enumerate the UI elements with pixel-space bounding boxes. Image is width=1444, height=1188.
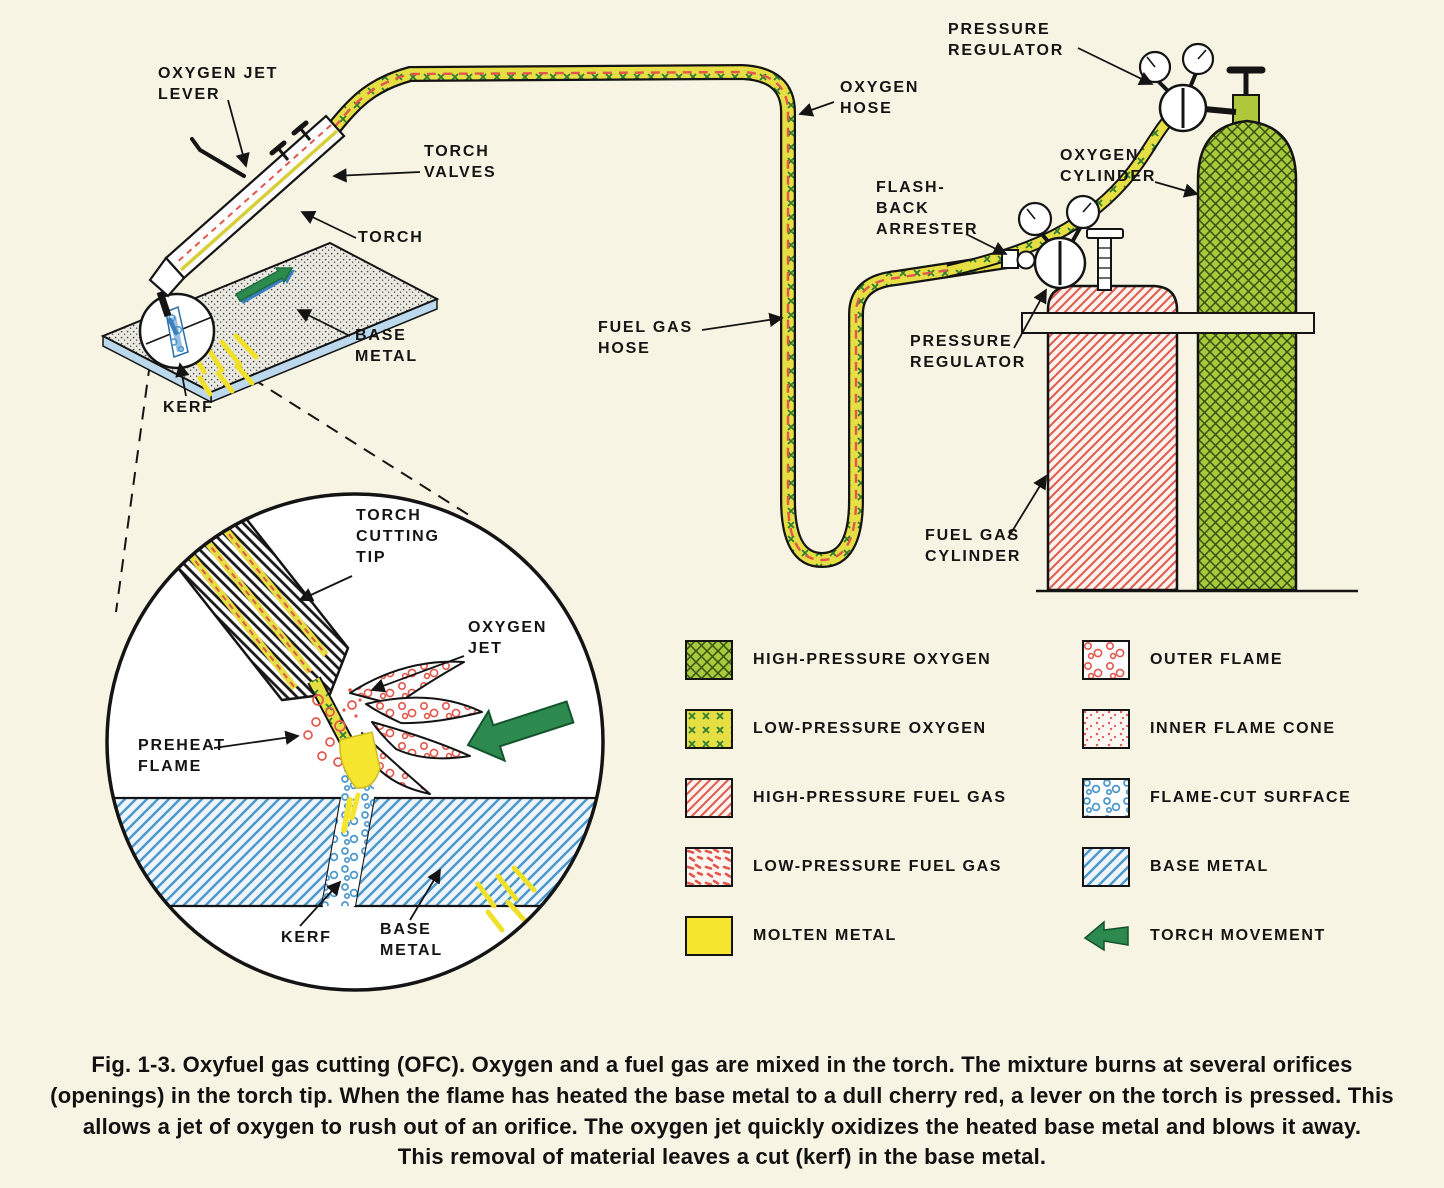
legend-label: MOLTEN METAL (753, 927, 897, 944)
figure-caption: Fig. 1-3. Oxyfuel gas cutting (OFC). Oxy… (24, 1050, 1420, 1173)
torch-valves-shape (269, 120, 312, 161)
legend-label: LOW-PRESSURE FUEL GAS (753, 858, 1002, 875)
detail-base-metal-right (353, 796, 603, 908)
legend-label: BASE METAL (1150, 858, 1269, 875)
caption-line: Fig. 1-3. Oxyfuel gas cutting (OFC). Oxy… (91, 1052, 1353, 1077)
legend-label: FLAME-CUT SURFACE (1150, 789, 1352, 806)
legend-item-inner-flame-cone: INNER FLAME CONE (1082, 709, 1351, 749)
label-base-metal: BASE METAL (355, 327, 418, 365)
label-kerf: KERF (163, 399, 214, 416)
legend-label: TORCH MOVEMENT (1150, 927, 1326, 944)
oxygen-cylinder (1196, 66, 1298, 592)
regulator-screw (1097, 237, 1112, 291)
high-pressure-fuel-gas-swatch (685, 778, 733, 818)
label-fuel-gas-cylinder: FUEL GAS CYLINDER (925, 527, 1022, 565)
preheat-flame-lobes (349, 660, 483, 795)
torch-movement-arrow-icon (1083, 920, 1129, 952)
low-pressure-oxygen-swatch (685, 709, 733, 749)
high-pressure-oxygen-swatch (685, 640, 733, 680)
flame-cut-surface-swatch (1082, 778, 1130, 818)
label-kerf-detail: KERF (281, 929, 332, 946)
label-pressure-regulator-fuel: PRESSURE REGULATOR (910, 333, 1027, 371)
legend-item-low-pressure-fuel-gas: LOW-PRESSURE FUEL GAS (685, 847, 1082, 887)
legend-item-high-pressure-fuel-gas: HIGH-PRESSURE FUEL GAS (685, 778, 1082, 818)
label-oxygen-jet-lever: OXYGEN JET LEVER (158, 65, 279, 103)
oxygen-jet-lever-shape (190, 137, 246, 178)
legend-item-flame-cut-surface: FLAME-CUT SURFACE (1082, 778, 1351, 818)
legend-label: OUTER FLAME (1150, 651, 1284, 668)
regulator-t-handle (1086, 228, 1124, 239)
fuel-gas-cylinder (1046, 284, 1179, 592)
torch-flame (167, 317, 179, 336)
legend-item-molten-metal: MOLTEN METAL (685, 916, 1082, 956)
torch-head (148, 256, 186, 298)
detail-spark-spray (475, 865, 537, 933)
torch-movement-arrow-detail (466, 700, 575, 763)
label-torch: TORCH (358, 229, 424, 246)
leader-lines (175, 47, 1199, 927)
low-pressure-fuel-gas-swatch (685, 847, 733, 887)
cylinder-bracket (1021, 312, 1315, 334)
label-flash-back-arrester: FLASH- BACK ARRESTER (876, 179, 979, 238)
legend: HIGH-PRESSURE OXYGEN LOW-PRESSURE OXYGEN… (685, 640, 1351, 956)
label-oxygen-jet: OXYGEN JET (468, 619, 548, 657)
label-oxygen-cylinder: OXYGEN CYLINDER (1060, 147, 1157, 185)
label-torch-cutting-tip: TORCH CUTTING TIP (356, 507, 440, 566)
label-preheat-flame: PREHEAT FLAME (138, 737, 226, 775)
legend-item-torch-movement: TORCH MOVEMENT (1082, 916, 1351, 956)
legend-item-outer-flame: OUTER FLAME (1082, 640, 1351, 680)
detail-view (105, 492, 605, 992)
label-fuel-gas-hose: FUEL GAS HOSE (598, 319, 694, 357)
legend-item-base-metal: BASE METAL (1082, 847, 1351, 887)
legend-label: HIGH-PRESSURE OXYGEN (753, 651, 992, 668)
torch (148, 114, 346, 336)
legend-label: INNER FLAME CONE (1150, 720, 1336, 737)
caption-line: (openings) in the torch tip. When the fl… (50, 1082, 1394, 1108)
legend-item-low-pressure-oxygen: LOW-PRESSURE OXYGEN (685, 709, 1082, 749)
oxygen-pressure-regulator (1138, 42, 1237, 133)
legend-column-right: OUTER FLAME INNER FLAME CONE FLAME-CUT S… (1082, 640, 1351, 956)
label-base-metal-detail: BASE METAL (380, 921, 443, 959)
torch-tip (156, 290, 172, 318)
hose-bundle (327, 63, 1016, 569)
inner-flame-cone-swatch (1082, 709, 1130, 749)
base-metal-swatch (1082, 847, 1130, 887)
torch-movement-arrow-plate (234, 267, 294, 303)
flash-back-arrester (1001, 249, 1036, 270)
caption-line: allows a jet of oxygen to rush out of an… (82, 1113, 1362, 1139)
inner-flame-speckles (342, 688, 362, 718)
caption-line: This removal of material leaves a cut (k… (397, 1144, 1047, 1170)
molten-metal (339, 731, 381, 789)
fuel-pressure-regulator (1017, 194, 1124, 291)
legend-item-high-pressure-oxygen: HIGH-PRESSURE OXYGEN (685, 640, 1082, 680)
label-pressure-regulator-oxygen: PRESSURE REGULATOR (948, 21, 1065, 59)
fuel-gas-hose-line (333, 70, 1015, 562)
legend-label: HIGH-PRESSURE FUEL GAS (753, 789, 1007, 806)
legend-column-left: HIGH-PRESSURE OXYGEN LOW-PRESSURE OXYGEN… (685, 640, 1082, 956)
molten-metal-swatch (685, 916, 733, 956)
legend-label: LOW-PRESSURE OXYGEN (753, 720, 987, 737)
detail-base-metal-left (107, 796, 343, 908)
outer-flame-swatch (1082, 640, 1130, 680)
detail-kerf-channel (322, 768, 374, 906)
label-oxygen-hose: OXYGEN HOSE (840, 79, 920, 117)
label-torch-valves: TORCH VALVES (424, 143, 497, 181)
detail-circle-outline (105, 492, 605, 992)
